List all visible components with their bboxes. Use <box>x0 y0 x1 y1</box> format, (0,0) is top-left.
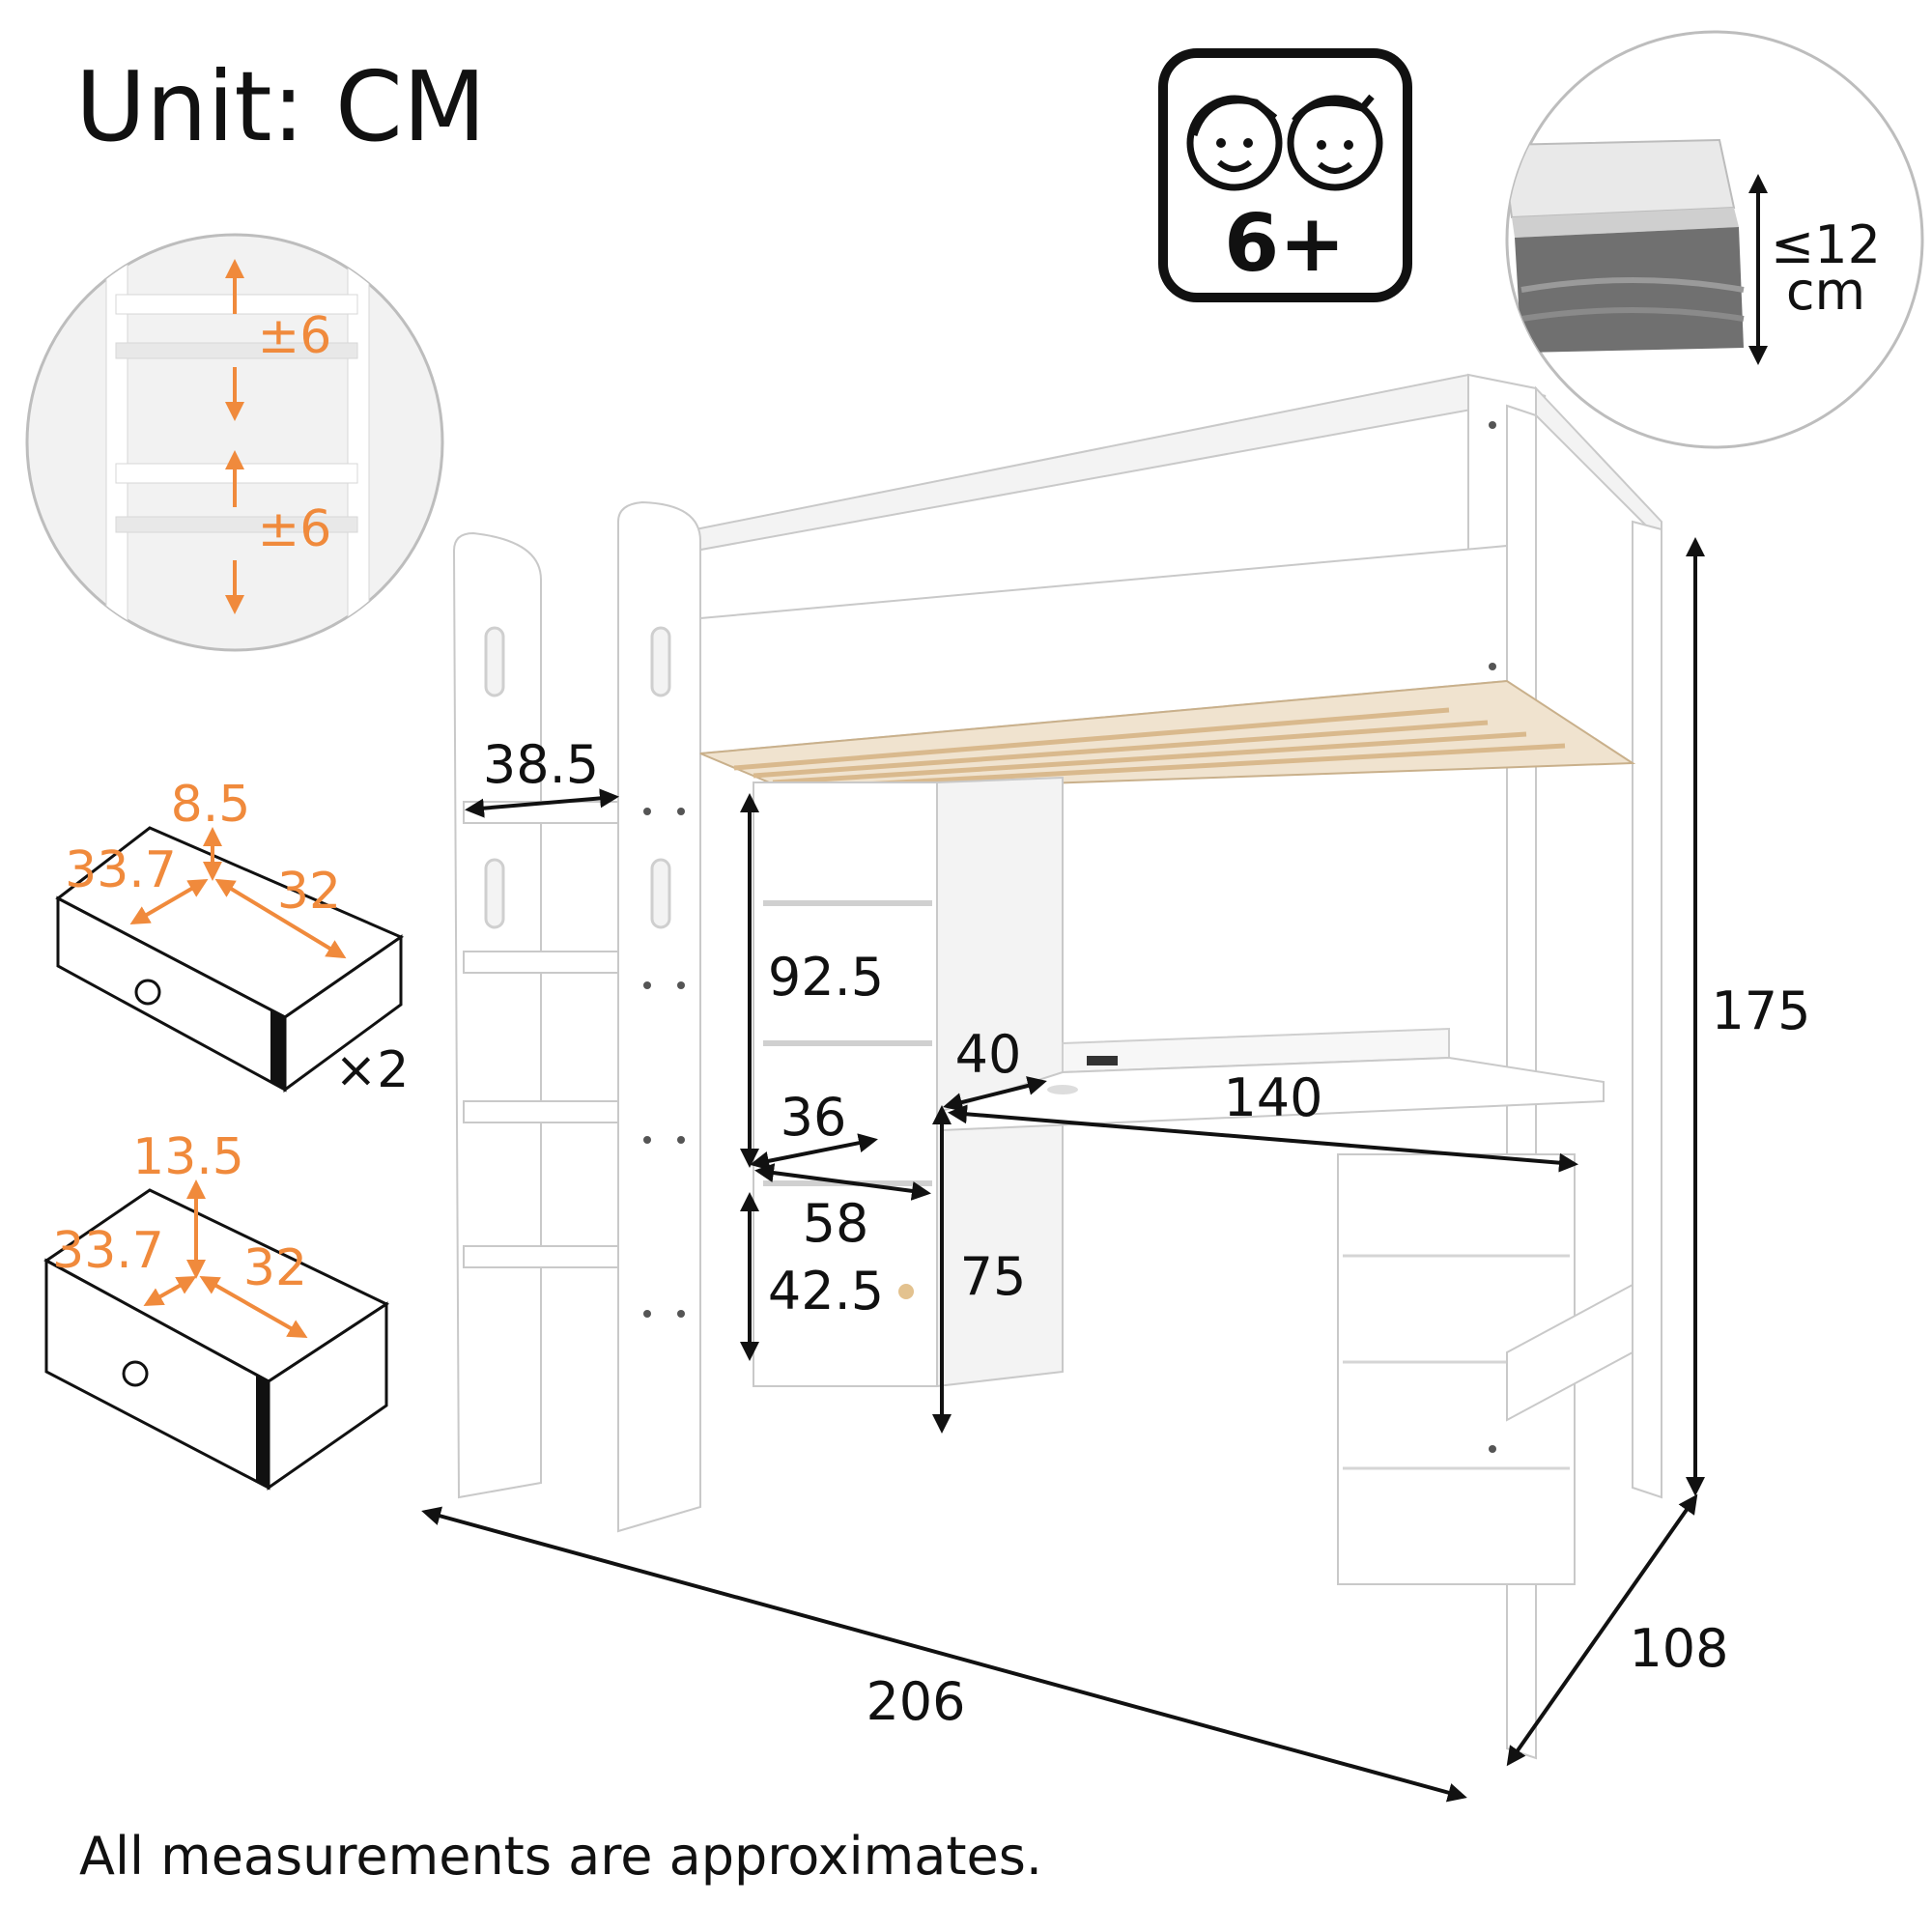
desk-depth-label: 40 <box>955 1024 1022 1085</box>
total-width-arrow <box>1506 1493 1698 1767</box>
drawer-small-height: 8.5 <box>171 776 251 834</box>
cabinet-width-label: 58 <box>803 1193 869 1254</box>
dimension-labels: 38.5 92.5 36 58 42.5 75 40 140 175 206 1… <box>483 734 1811 1732</box>
age-badge: 6+ <box>1158 48 1412 302</box>
total-width-label: 108 <box>1629 1618 1728 1679</box>
ladder-handle-slots <box>484 626 671 929</box>
desk-length-label: 140 <box>1223 1067 1322 1128</box>
mattress-inset: ≤12 cm <box>1505 30 1924 449</box>
total-length-arrow <box>421 1506 1467 1803</box>
drawer-small-diagram: 8.5 33.7 32 ×2 <box>55 776 410 1099</box>
mattress-limit-value: ≤12 <box>1771 214 1881 275</box>
drawer-large-depth-arrow <box>199 1276 308 1338</box>
drawer-large-width: 33.7 <box>52 1222 164 1280</box>
cable-hole <box>1047 1085 1078 1094</box>
children-faces-icon <box>1186 94 1383 191</box>
drawer-large-height: 13.5 <box>132 1128 244 1186</box>
mattress-image <box>1507 138 1745 353</box>
drawer-small-width-arrow <box>129 878 209 925</box>
adjust-value-top: ±6 <box>258 307 332 365</box>
desk-depth-arrow <box>943 1076 1047 1112</box>
dimension-arrows <box>421 537 1705 1803</box>
drawer-quantity: ×2 <box>335 1041 410 1099</box>
cabinet-width-arrow <box>754 1163 931 1201</box>
bolt-holes <box>643 421 1496 1453</box>
drawer-large-depth: 32 <box>243 1239 307 1297</box>
total-height-label: 175 <box>1711 980 1810 1041</box>
drawer-small-depth: 32 <box>277 863 341 921</box>
ladder-width-label: 38.5 <box>483 734 599 795</box>
cabinet-knob <box>898 1284 914 1299</box>
desk-length-arrow <box>948 1104 1578 1173</box>
loft-bed-illustration <box>452 373 1662 1760</box>
approximation-note: All measurements are approximates. <box>79 1826 1042 1887</box>
drawer-small-depth-arrow <box>214 878 347 959</box>
drawer-knob-icon <box>134 979 161 1006</box>
mattress-limit-unit: cm <box>1786 261 1865 322</box>
shelf-height-label: 92.5 <box>768 947 884 1008</box>
shelf-depth-label: 36 <box>781 1087 847 1148</box>
drawer-small-width: 33.7 <box>65 841 177 899</box>
age-label: 6+ <box>1224 198 1346 290</box>
bed-slats <box>733 707 1566 791</box>
unit-title: Unit: CM <box>75 50 486 163</box>
drawer-large-knob-icon <box>122 1360 149 1387</box>
total-length-label: 206 <box>866 1671 965 1732</box>
drawer-large-width-arrow <box>143 1276 197 1306</box>
desk-socket <box>1087 1056 1118 1065</box>
adjust-value-bottom: ±6 <box>258 500 332 558</box>
ladder-width-arrow <box>465 788 619 818</box>
ladder-adjust-inset: ±6 ±6 <box>25 233 444 652</box>
drawer-large-diagram: 13.5 33.7 32 <box>43 1128 390 1491</box>
shelf-depth-arrow <box>750 1133 878 1171</box>
cabinet-height-label: 42.5 <box>768 1261 884 1321</box>
desk-height-label: 75 <box>960 1246 1027 1307</box>
